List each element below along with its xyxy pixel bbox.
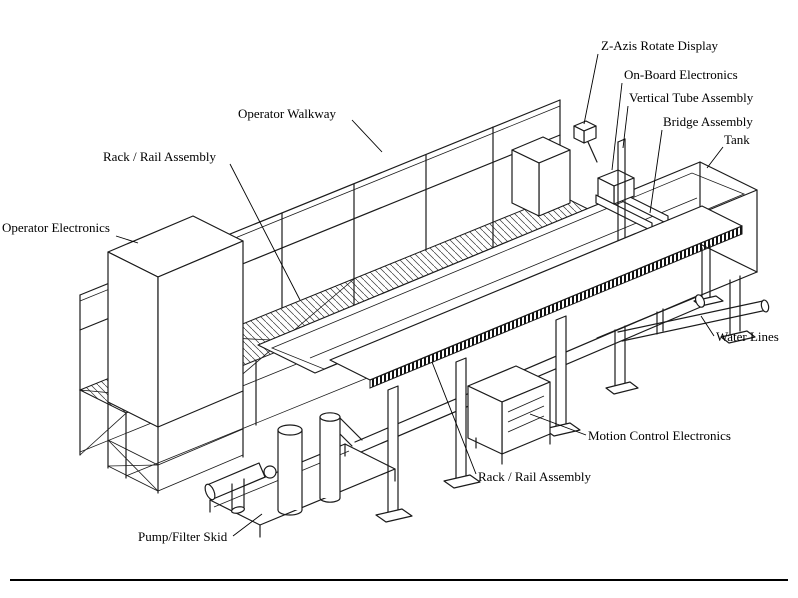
- leader-tank: [706, 146, 724, 169]
- motion-control-electronics-drawing: [467, 365, 551, 465]
- label-on-board-electronics: On-Board Electronics: [624, 67, 738, 82]
- leader-pump-filter-skid: [232, 513, 263, 537]
- leader-operator-walkway: [351, 119, 383, 153]
- label-pump-filter-skid: Pump/Filter Skid: [138, 529, 228, 544]
- leader-z-axis-rotate-display: [583, 53, 599, 125]
- leader-rack-rail-upper: [229, 163, 301, 301]
- label-rack-rail-assembly-lower: Rack / Rail Assembly: [478, 469, 592, 484]
- bridge-assembly-drawing: [511, 120, 669, 253]
- label-rack-rail-assembly-upper: Rack / Rail Assembly: [103, 149, 217, 164]
- leader-on-board-electronics: [611, 82, 623, 171]
- operator-electronics-drawing: [107, 215, 244, 494]
- z-axis-display-drawing: [573, 120, 598, 163]
- leader-water-lines: [700, 315, 715, 337]
- label-z-axis-rotate-display: Z-Azis Rotate Display: [601, 38, 718, 53]
- leader-motion-control-electronics: [529, 413, 587, 436]
- pump-filter-skid-drawing: [204, 412, 396, 538]
- leader-rack-rail-lower: [431, 361, 477, 475]
- label-water-lines: Water Lines: [716, 329, 779, 344]
- label-operator-electronics: Operator Electronics: [2, 220, 110, 235]
- leader-bridge-assembly: [649, 129, 663, 214]
- label-operator-walkway: Operator Walkway: [238, 106, 336, 121]
- label-vertical-tube-assembly: Vertical Tube Assembly: [629, 90, 754, 105]
- leader-vertical-tube-assembly: [622, 105, 629, 149]
- label-tank: Tank: [724, 132, 750, 147]
- leader-lines: [115, 53, 724, 537]
- leader-operator-electronics: [115, 235, 139, 244]
- rack-rail-table-drawing: [329, 205, 743, 523]
- labels-layer: Z-Azis Rotate Display On-Board Electroni…: [2, 38, 779, 544]
- label-motion-control-electronics: Motion Control Electronics: [588, 428, 731, 443]
- label-bridge-assembly: Bridge Assembly: [663, 114, 753, 129]
